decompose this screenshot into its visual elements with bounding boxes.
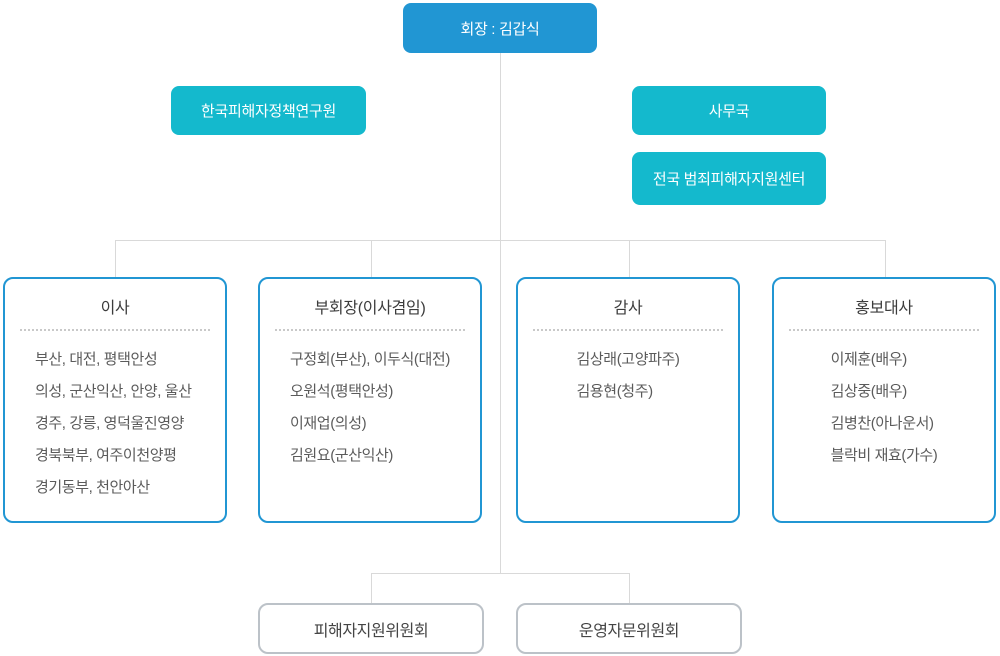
list-item: 이제훈(배우): [830, 351, 908, 368]
directors-list: 부산, 대전, 평택안성 의성, 군산익산, 안양, 울산 경주, 강릉, 영덕…: [5, 344, 225, 504]
connector-trunk-vertical: [500, 53, 501, 573]
dotted-divider: [533, 329, 723, 331]
list-item: 김원요(군산익산): [290, 447, 393, 464]
ambassadors-list: 이제훈(배우) 김상중(배우) 김병찬(아나운서) 블락비 재효(가수): [774, 344, 994, 472]
vice-chair-box: 부회장(이사겸임) 구정회(부산), 이두식(대전) 오원석(평택안성) 이재업…: [258, 277, 482, 523]
list-item: 경북북부, 여주이천양평: [35, 447, 177, 464]
connector-bottom-horizontal: [371, 573, 629, 574]
vice-chair-title: 부회장(이사겸임): [314, 300, 426, 317]
list-item: 김상래(고양파주): [576, 351, 680, 368]
auditors-list: 김상래(고양파주) 김용현(청주): [518, 344, 738, 408]
list-item: 경주, 강릉, 영덕울진영양: [35, 415, 185, 432]
dotted-divider: [789, 329, 979, 331]
advisory-committee-box: 운영자문위원회: [516, 603, 742, 654]
connector-drop-ambassadors: [885, 240, 886, 277]
list-block: 김상래(고양파주) 김용현(청주): [577, 344, 680, 408]
ambassadors-box: 홍보대사 이제훈(배우) 김상중(배우) 김병찬(아나운서) 블락비 재효(가수…: [772, 277, 996, 523]
connector-drop-support-committee: [371, 573, 372, 603]
connector-top-horizontal: [115, 240, 885, 241]
list-block: 이제훈(배우) 김상중(배우) 김병찬(아나운서) 블락비 재효(가수): [831, 344, 938, 472]
connector-drop-directors: [115, 240, 116, 277]
list-item: 부산, 대전, 평택안성: [35, 351, 158, 368]
connector-drop-vice-chair: [371, 240, 372, 277]
victim-support-committee-label: 피해자지원위원회: [313, 622, 429, 640]
auditors-title: 감사: [613, 300, 643, 317]
list-item: 오원석(평택안성): [290, 383, 393, 400]
list-item: 구정회(부산), 이두식(대전): [290, 351, 450, 368]
chairman-label: 회장 : 김갑식: [460, 20, 540, 38]
national-center-label: 전국 범죄피해자지원센터: [652, 171, 806, 188]
vice-chair-list: 구정회(부산), 이두식(대전) 오원석(평택안성) 이재업(의성) 김원요(군…: [260, 344, 480, 472]
victim-support-committee-box: 피해자지원위원회: [258, 603, 484, 654]
national-center-box: 전국 범죄피해자지원센터: [632, 152, 826, 205]
auditors-box: 감사 김상래(고양파주) 김용현(청주): [516, 277, 740, 523]
ambassadors-title: 홍보대사: [855, 300, 913, 317]
research-institute-box: 한국피해자정책연구원: [171, 86, 366, 135]
chairman-box: 회장 : 김갑식: [403, 3, 597, 53]
dotted-divider: [275, 329, 465, 331]
list-item: 김상중(배우): [830, 383, 908, 400]
connector-drop-auditors: [629, 240, 630, 277]
directors-title: 이사: [100, 300, 130, 317]
list-item: 블락비 재효(가수): [830, 447, 938, 464]
list-item: 의성, 군산익산, 안양, 울산: [35, 383, 192, 400]
connector-drop-advisory-committee: [629, 573, 630, 603]
list-item: 경기동부, 천안아산: [35, 479, 150, 496]
advisory-committee-label: 운영자문위원회: [578, 622, 680, 640]
research-institute-label: 한국피해자정책연구원: [200, 103, 336, 120]
directors-box: 이사 부산, 대전, 평택안성 의성, 군산익산, 안양, 울산 경주, 강릉,…: [3, 277, 227, 523]
secretariat-label: 사무국: [708, 103, 750, 120]
list-item: 김용현(청주): [576, 383, 654, 400]
dotted-divider: [20, 329, 210, 331]
list-item: 김병찬(아나운서): [830, 415, 934, 432]
secretariat-box: 사무국: [632, 86, 826, 135]
list-item: 이재업(의성): [290, 415, 367, 432]
